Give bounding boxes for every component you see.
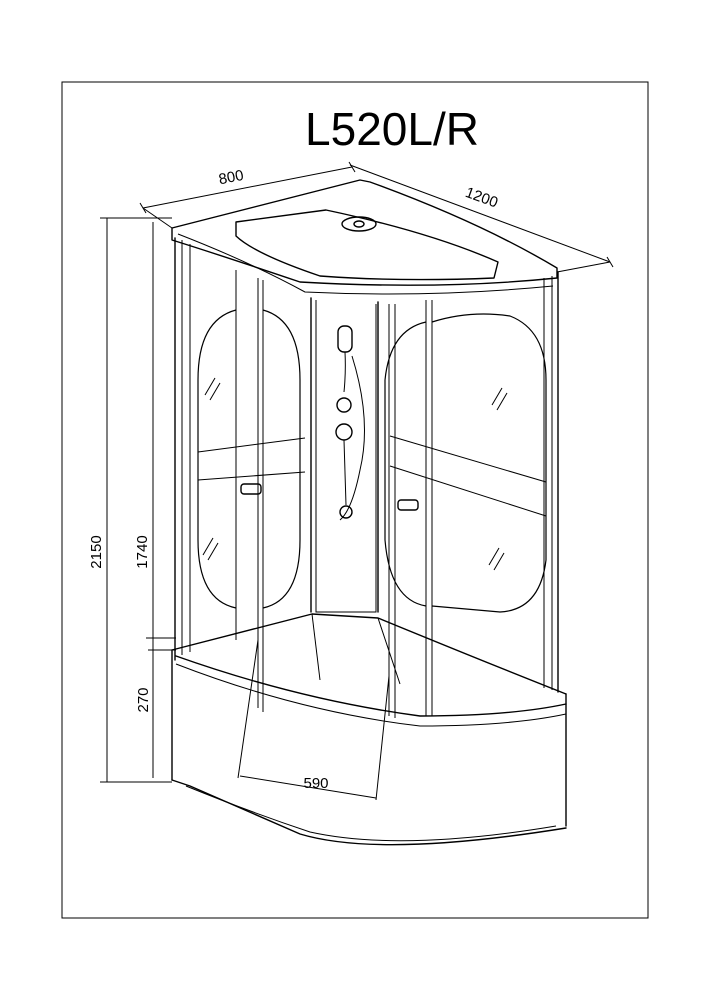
- door-width-dimension: [237, 639, 390, 801]
- hand-shower: [337, 325, 353, 353]
- cabin-height-label: 1740: [134, 535, 151, 568]
- tray-height-label: 270: [135, 687, 152, 712]
- depth-label: 800: [217, 167, 245, 188]
- right-glass-pattern: [384, 313, 547, 613]
- left-door-handle: [240, 483, 262, 495]
- height-dimension-lines: [100, 217, 176, 783]
- right-door-handle: [397, 499, 419, 511]
- door-width-label: 590: [303, 775, 328, 792]
- model-title: L520L/R: [305, 103, 479, 155]
- total-height-label: 2150: [88, 535, 105, 568]
- rain-shower-head: [341, 216, 377, 232]
- shower-tray: [171, 613, 567, 846]
- cabin-frame: [174, 237, 559, 718]
- left-glass-pattern: [197, 309, 306, 609]
- roof: [171, 179, 558, 295]
- mixer-knob-lower: [335, 423, 353, 441]
- top-dimension-lines: [139, 161, 614, 273]
- drawing-frame: [61, 81, 649, 919]
- mixer-knob-upper: [336, 397, 352, 413]
- mixer-knob-bottom: [339, 505, 353, 519]
- width-label: 1200: [463, 184, 500, 211]
- shower-panel: [315, 300, 377, 613]
